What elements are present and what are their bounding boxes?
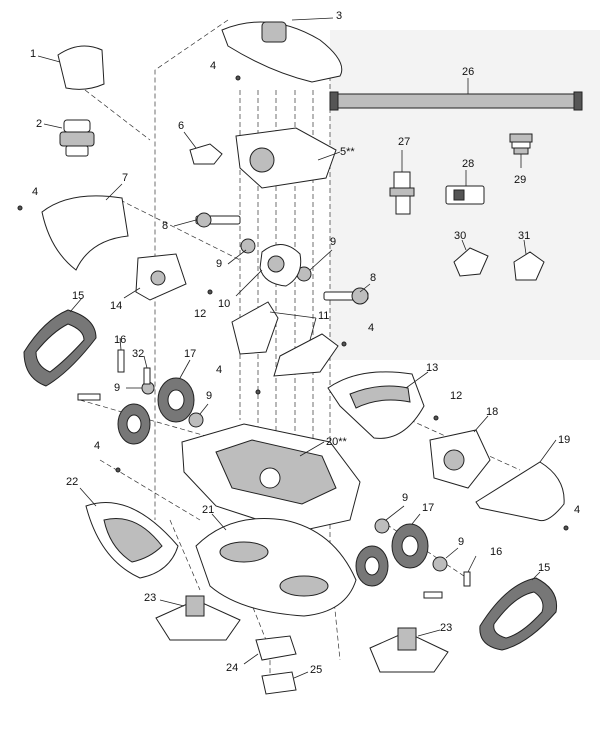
callout-4-top: 4 [210,60,217,72]
part-7-side-cover [41,183,129,271]
part-6-clip [183,131,223,165]
small-screws [17,75,569,531]
callout-13: 13 [426,362,439,374]
callout-5: 5** [340,146,355,158]
callout-27: 27 [398,136,411,148]
callout-6: 6 [178,120,185,132]
callout-31: 31 [518,230,531,242]
callout-9-a: 9 [216,258,223,270]
callout-4-left: 4 [32,186,39,198]
callout-22: 22 [66,476,79,488]
part-21-base [195,513,357,617]
callout-23-right: 23 [440,622,453,634]
callout-4-center: 4 [216,364,223,376]
callout-32: 32 [132,348,145,360]
part-29-fitting [509,133,533,168]
part-10-gear [235,244,302,297]
part-11-brackets [231,301,339,377]
callout-17-left: 17 [184,348,197,360]
callout-16-right: 16 [490,546,503,558]
callout-21: 21 [202,504,215,516]
callout-19: 19 [558,434,571,446]
callout-9-c: 9 [114,382,121,394]
callout-18: 18 [486,406,499,418]
part-27-valve [389,150,415,215]
part-14-pump-body [123,253,187,301]
part-19-side-cover-right [475,439,565,522]
part-22-side-cover-left [79,487,179,579]
part-24-25-clips [243,635,309,695]
part-20-chassis [181,423,361,533]
callout-23-left: 23 [144,592,157,604]
part-5-housing [235,127,341,189]
part-9-washers [126,238,459,572]
part-30-elbow [453,239,489,277]
callout-26: 26 [462,66,475,78]
part-2-connector [43,119,95,157]
callout-8-left: 8 [162,220,169,232]
callout-9-f: 9 [458,536,465,548]
callout-16-left: 16 [114,334,127,346]
callout-4-right: 4 [574,504,581,516]
callout-30: 30 [454,230,467,242]
part-3-top-cover [221,17,343,83]
callout-14: 14 [110,300,123,312]
part-1-cap [37,45,105,90]
callout-9-d: 9 [206,390,213,402]
callout-1: 1 [30,48,37,60]
callout-10: 10 [218,298,231,310]
callout-29: 29 [514,174,527,186]
callout-25: 25 [310,664,323,676]
callout-4-lower-left: 4 [94,440,101,452]
callout-7: 7 [122,172,129,184]
callout-2: 2 [36,118,43,130]
callout-24: 24 [226,662,239,674]
callout-12-left: 12 [194,308,207,320]
part-18-pump [429,415,491,489]
part-26-bar [329,78,583,111]
callout-4-mid: 4 [368,322,375,334]
callout-3: 3 [336,10,343,22]
callout-9-e: 9 [402,492,409,504]
callout-17-right: 17 [422,502,435,514]
callout-8-right: 8 [370,272,377,284]
part-13-front-cover [327,371,429,439]
part-16-32-pins [77,337,477,599]
part-8-axle-left [173,212,241,228]
part-17-wheels [117,359,429,587]
callout-9-b: 9 [330,236,337,248]
part-15-track-right [479,571,558,651]
callout-11: 11 [318,310,330,322]
part-28-adapter [445,170,485,205]
part-8-axle-right [323,283,371,305]
callout-28: 28 [462,158,475,170]
callout-12-right: 12 [450,390,463,402]
callout-20: 20** [326,436,347,448]
part-15-track-left [23,297,97,387]
part-31-elbow [513,239,545,281]
part-23-brushes [155,595,449,673]
callout-15-left: 15 [72,290,85,302]
callout-15-right: 15 [538,562,551,574]
